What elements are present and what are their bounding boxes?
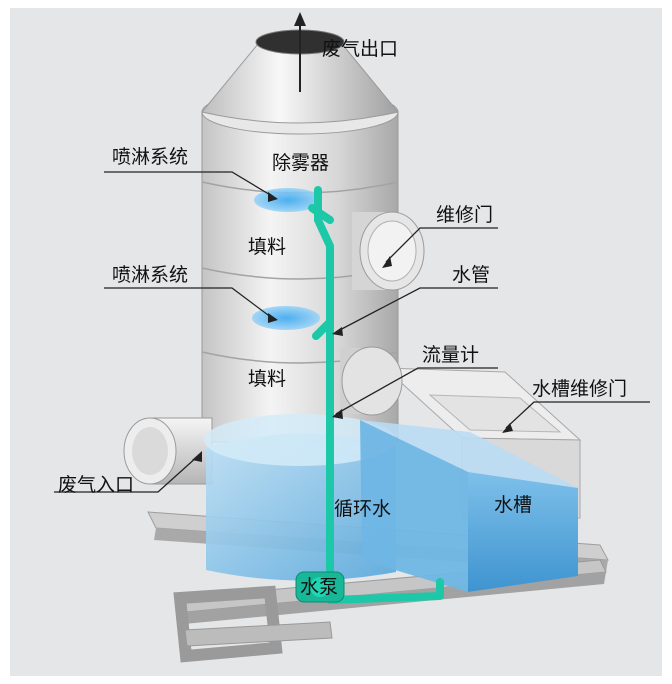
label-water-pump: 水泵 — [300, 576, 339, 598]
inlet-pipe — [123, 417, 213, 485]
circulating-water-volume — [204, 414, 396, 581]
arrowhead — [382, 256, 392, 268]
label-exhaust-outlet: 废气出口 — [322, 38, 399, 60]
label-water-pipe: 水管 — [452, 264, 491, 286]
water-tank-volume — [360, 420, 578, 592]
label-maintenance-door: 维修门 — [436, 204, 494, 226]
arrowhead — [332, 327, 343, 336]
spray-disc-upper — [254, 188, 322, 212]
spray-disc-lower — [252, 306, 320, 330]
arrowhead — [268, 313, 278, 323]
label-spray-system-lower: 喷淋系统 — [112, 264, 189, 286]
arrowhead — [332, 409, 343, 419]
outlet-arrow — [294, 12, 306, 92]
arrowhead — [192, 451, 202, 462]
label-demister: 除雾器 — [272, 152, 330, 174]
label-tank-maintenance-door: 水槽维修门 — [532, 378, 628, 400]
water-pipe-line — [308, 186, 444, 604]
label-flow-meter: 流量计 — [422, 344, 480, 366]
pump — [295, 571, 345, 603]
label-packing-upper: 填料 — [248, 236, 287, 258]
label-packing-lower: 填料 — [248, 368, 287, 390]
label-water-tank: 水槽 — [494, 494, 533, 516]
maintenance-door-lower — [340, 346, 403, 416]
leader-lines — [54, 171, 650, 493]
arrowhead — [268, 192, 278, 202]
maintenance-door-upper — [352, 211, 425, 291]
label-exhaust-inlet: 废气入口 — [58, 474, 135, 496]
label-circulating-water: 循环水 — [334, 498, 392, 520]
arrowhead — [502, 423, 513, 433]
label-spray-system-upper: 喷淋系统 — [112, 146, 189, 168]
